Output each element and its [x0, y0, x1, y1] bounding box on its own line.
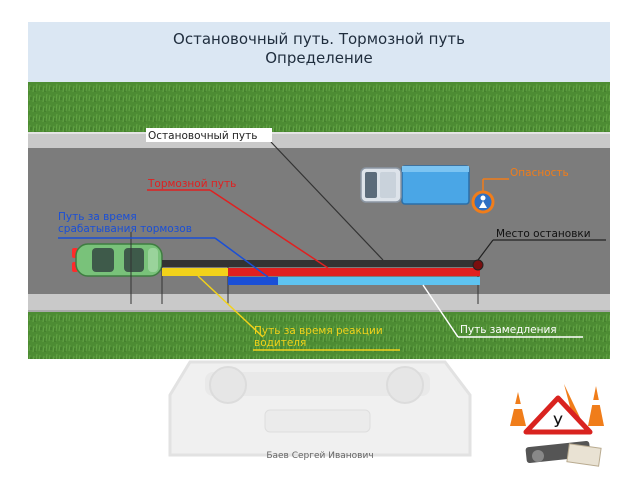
braking-path-bar	[228, 268, 480, 276]
title-banner: Остановочный путь. Тормозной путь Опреде…	[28, 22, 610, 82]
danger-icon	[471, 190, 495, 214]
road-diagram: Остановочный путь Тормозной путь Путь за…	[28, 82, 610, 359]
brake-response-label-line-1: Путь за время	[58, 211, 137, 223]
logo-sign-letter: У	[553, 412, 563, 431]
deceleration-label: Путь замедления	[460, 324, 557, 336]
curb-bottom	[28, 294, 610, 312]
stop-point-marker	[472, 259, 484, 271]
grass-bottom	[28, 312, 610, 359]
stopping-path-label: Остановочный путь	[148, 130, 257, 142]
driving-school-logo: У	[510, 384, 604, 467]
curb-top	[28, 132, 610, 148]
brake-response-label-line-2: срабатывания тормозов	[58, 223, 192, 235]
title-line-1: Остановочный путь. Тормозной путь	[173, 30, 465, 48]
reaction-label-line-2: водителя	[254, 337, 306, 349]
danger-label: Опасность	[510, 167, 569, 179]
truck	[360, 165, 470, 205]
brake-response-bar	[228, 277, 278, 285]
grass-top	[28, 82, 610, 132]
reaction-path-bar	[162, 268, 228, 276]
braking-path-label: Тормозной путь	[147, 178, 236, 190]
title-line-2: Определение	[265, 49, 373, 67]
stop-place-label: Место остановки	[496, 228, 591, 240]
author-footer: Баев Сергей Иванович	[266, 451, 374, 461]
deceleration-bar	[278, 277, 480, 285]
reaction-label-line-1: Путь за время реакции	[254, 325, 383, 337]
car	[72, 243, 163, 277]
